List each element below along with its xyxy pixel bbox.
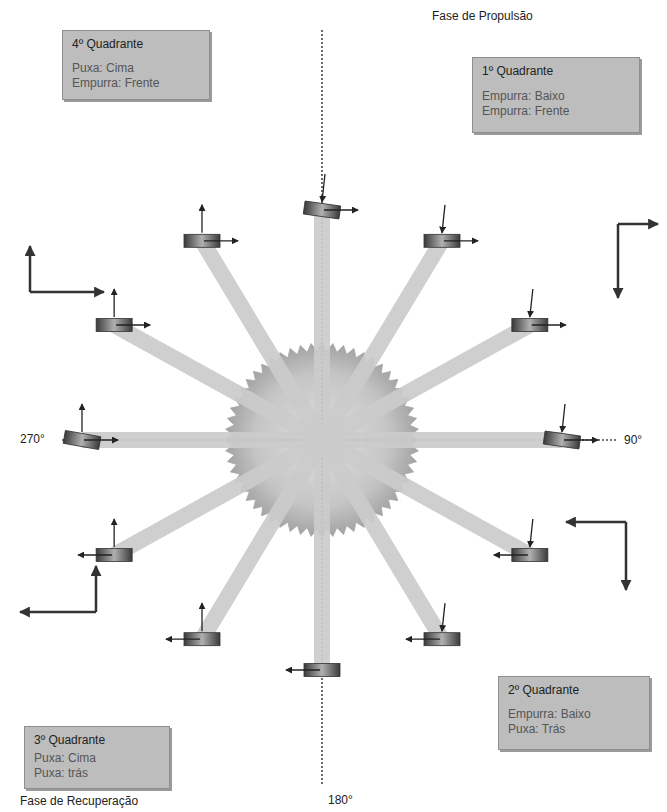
quadrant-box: 3º QuadrantePuxa: CimaPuxa: trás bbox=[24, 726, 170, 789]
quadrant-arrows bbox=[20, 224, 658, 612]
force-arrow bbox=[114, 519, 115, 547]
phase-label: Fase de Propulsão bbox=[430, 9, 535, 24]
crank-arm bbox=[322, 325, 530, 440]
force-arrow bbox=[618, 223, 658, 226]
force-arrow bbox=[114, 289, 115, 317]
quadrant-box: 2º QuadranteEmpurra: BaixoPuxa: Trás bbox=[498, 676, 650, 750]
force-description: Puxa: Cima bbox=[72, 61, 200, 76]
quadrant-title: 2º Quadrante bbox=[508, 683, 640, 698]
quadrant-box: 1º QuadranteEmpurra: BaixoEmpurra: Frent… bbox=[472, 57, 640, 133]
force-arrow bbox=[625, 522, 628, 590]
force-arrow bbox=[530, 289, 533, 317]
force-arrow bbox=[166, 639, 200, 640]
force-arrow bbox=[324, 209, 358, 210]
force-arrow bbox=[30, 291, 104, 294]
force-arrow bbox=[494, 554, 528, 555]
crank-arm bbox=[314, 440, 330, 670]
force-arrow bbox=[562, 404, 565, 432]
force-arrow bbox=[201, 603, 202, 631]
crank-arm bbox=[114, 440, 322, 555]
force-arrow bbox=[566, 521, 626, 524]
angle-label: 270° bbox=[18, 432, 47, 447]
force-arrow bbox=[442, 205, 445, 233]
force-description: Empurra: Baixo bbox=[508, 707, 640, 722]
quadrant-title: 3º Quadrante bbox=[34, 733, 160, 748]
force-description: Empurra: Frente bbox=[72, 76, 200, 91]
force-arrow bbox=[81, 404, 82, 432]
force-arrow bbox=[530, 519, 533, 547]
force-arrow bbox=[617, 224, 620, 298]
angle-label: 90° bbox=[622, 433, 644, 448]
crank-arm bbox=[314, 210, 330, 440]
force-arrow bbox=[322, 174, 325, 202]
force-arrow bbox=[95, 566, 98, 612]
force-description: Empurra: Baixo bbox=[482, 89, 630, 104]
force-arrow bbox=[78, 554, 112, 555]
force-arrow bbox=[442, 603, 445, 631]
phase-label: Fase de Recuperação bbox=[18, 794, 140, 809]
force-arrow bbox=[116, 324, 150, 325]
crank-arms bbox=[63, 174, 598, 677]
crank-arm bbox=[82, 432, 322, 448]
quadrant-box: 4º QuadrantePuxa: CimaEmpurra: Frente bbox=[62, 30, 210, 100]
force-arrow bbox=[564, 439, 598, 440]
force-arrow bbox=[286, 669, 320, 670]
force-arrow bbox=[29, 246, 32, 292]
axis-lines bbox=[62, 30, 616, 785]
force-arrow bbox=[84, 439, 118, 440]
force-arrow bbox=[20, 611, 96, 614]
force-arrow bbox=[201, 205, 202, 233]
force-description: Puxa: trás bbox=[34, 766, 160, 781]
crank-arm bbox=[322, 440, 442, 639]
force-description: Puxa: Trás bbox=[508, 722, 640, 737]
crank-arm bbox=[322, 432, 562, 448]
force-arrow bbox=[532, 324, 566, 325]
force-arrow bbox=[406, 639, 440, 640]
angle-label: 180° bbox=[326, 793, 355, 808]
quadrant-title: 4º Quadrante bbox=[72, 37, 200, 52]
force-description: Puxa: Cima bbox=[34, 751, 160, 766]
quadrant-title: 1º Quadrante bbox=[482, 64, 630, 79]
crank-arm bbox=[202, 241, 322, 440]
force-description: Empurra: Frente bbox=[482, 104, 630, 119]
force-arrow bbox=[204, 240, 238, 241]
force-arrow bbox=[444, 240, 478, 241]
